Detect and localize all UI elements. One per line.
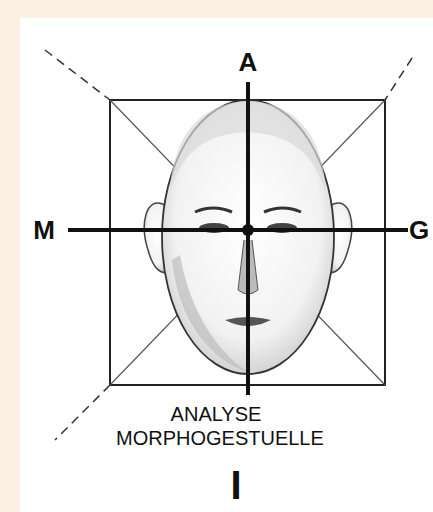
axis-letter: M	[33, 217, 55, 243]
axis-letter: G	[409, 217, 429, 243]
axis-letter: I	[230, 465, 241, 505]
caption: ANALYSE MORPHOGESTUELLE	[116, 402, 316, 450]
axis-letter: A	[239, 49, 258, 75]
